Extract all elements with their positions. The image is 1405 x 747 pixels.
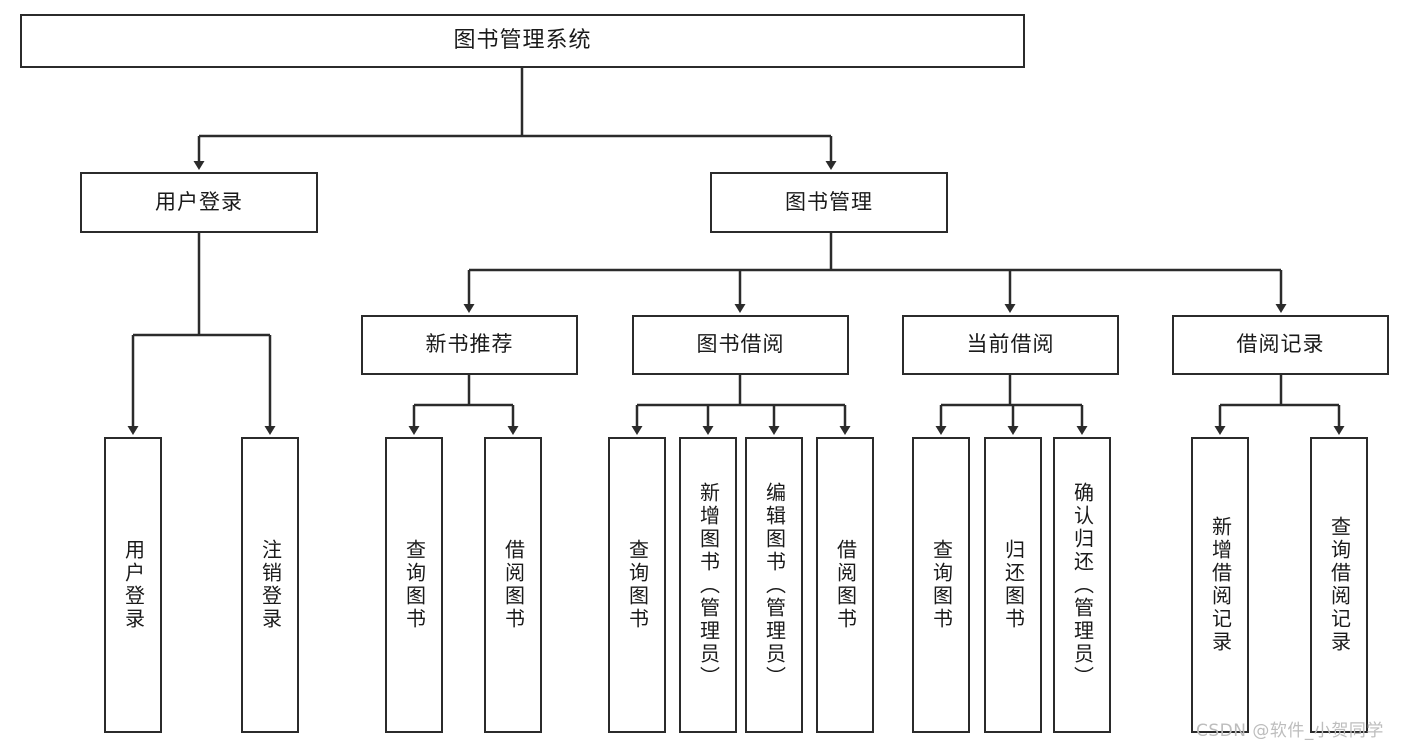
node-leaf-query-book-2[interactable]: 查询图书 (608, 437, 666, 733)
node-root-label: 图书管理系统 (453, 27, 592, 53)
node-current-borrow-label: 当前借阅 (966, 332, 1055, 357)
node-leaf-edit-book[interactable]: 编辑图书（管理员） (745, 437, 803, 733)
node-leaf-query-record[interactable]: 查询借阅记录 (1310, 437, 1368, 733)
node-leaf-confirm-return[interactable]: 确认归还（管理员） (1053, 437, 1111, 733)
node-leaf-confirm-return-label: 确认归还（管理员） (1070, 481, 1095, 689)
node-leaf-borrow-book-1[interactable]: 借阅图书 (484, 437, 542, 733)
node-leaf-borrow-book-1-label: 借阅图书 (501, 539, 526, 631)
node-book-manage[interactable]: 图书管理 (710, 172, 948, 233)
node-leaf-query-book-2-label: 查询图书 (625, 539, 650, 631)
node-leaf-edit-book-label: 编辑图书（管理员） (762, 481, 787, 689)
node-book-manage-label: 图书管理 (785, 189, 873, 214)
node-leaf-query-book-3[interactable]: 查询图书 (912, 437, 970, 733)
node-user-login[interactable]: 用户登录 (80, 172, 318, 233)
node-book-borrow[interactable]: 图书借阅 (632, 315, 849, 375)
node-new-book-rec-label: 新书推荐 (425, 332, 514, 357)
node-borrow-record-label: 借阅记录 (1236, 332, 1325, 357)
node-leaf-user-login-label: 用户登录 (121, 539, 146, 631)
node-leaf-borrow-book-2-label: 借阅图书 (833, 539, 858, 631)
node-leaf-add-book-label: 新增图书（管理员） (696, 481, 721, 689)
node-leaf-add-record[interactable]: 新增借阅记录 (1191, 437, 1249, 733)
node-leaf-borrow-book-2[interactable]: 借阅图书 (816, 437, 874, 733)
node-leaf-user-logout[interactable]: 注销登录 (241, 437, 299, 733)
node-leaf-user-login[interactable]: 用户登录 (104, 437, 162, 733)
node-leaf-return-book[interactable]: 归还图书 (984, 437, 1042, 733)
node-user-login-label: 用户登录 (155, 189, 243, 214)
node-leaf-return-book-label: 归还图书 (1001, 539, 1026, 631)
node-root[interactable]: 图书管理系统 (20, 14, 1025, 68)
node-current-borrow[interactable]: 当前借阅 (902, 315, 1119, 375)
node-leaf-query-book-1-label: 查询图书 (402, 539, 427, 631)
node-leaf-user-logout-label: 注销登录 (258, 539, 283, 631)
node-leaf-add-book[interactable]: 新增图书（管理员） (679, 437, 737, 733)
node-leaf-query-record-label: 查询借阅记录 (1327, 516, 1352, 654)
node-borrow-record[interactable]: 借阅记录 (1172, 315, 1389, 375)
node-book-borrow-label: 图书借阅 (696, 332, 785, 357)
node-leaf-query-book-3-label: 查询图书 (929, 539, 954, 631)
node-leaf-add-record-label: 新增借阅记录 (1208, 516, 1233, 654)
node-new-book-rec[interactable]: 新书推荐 (361, 315, 578, 375)
watermark: CSDN @软件_小贺同学 (1196, 721, 1384, 741)
node-leaf-query-book-1[interactable]: 查询图书 (385, 437, 443, 733)
